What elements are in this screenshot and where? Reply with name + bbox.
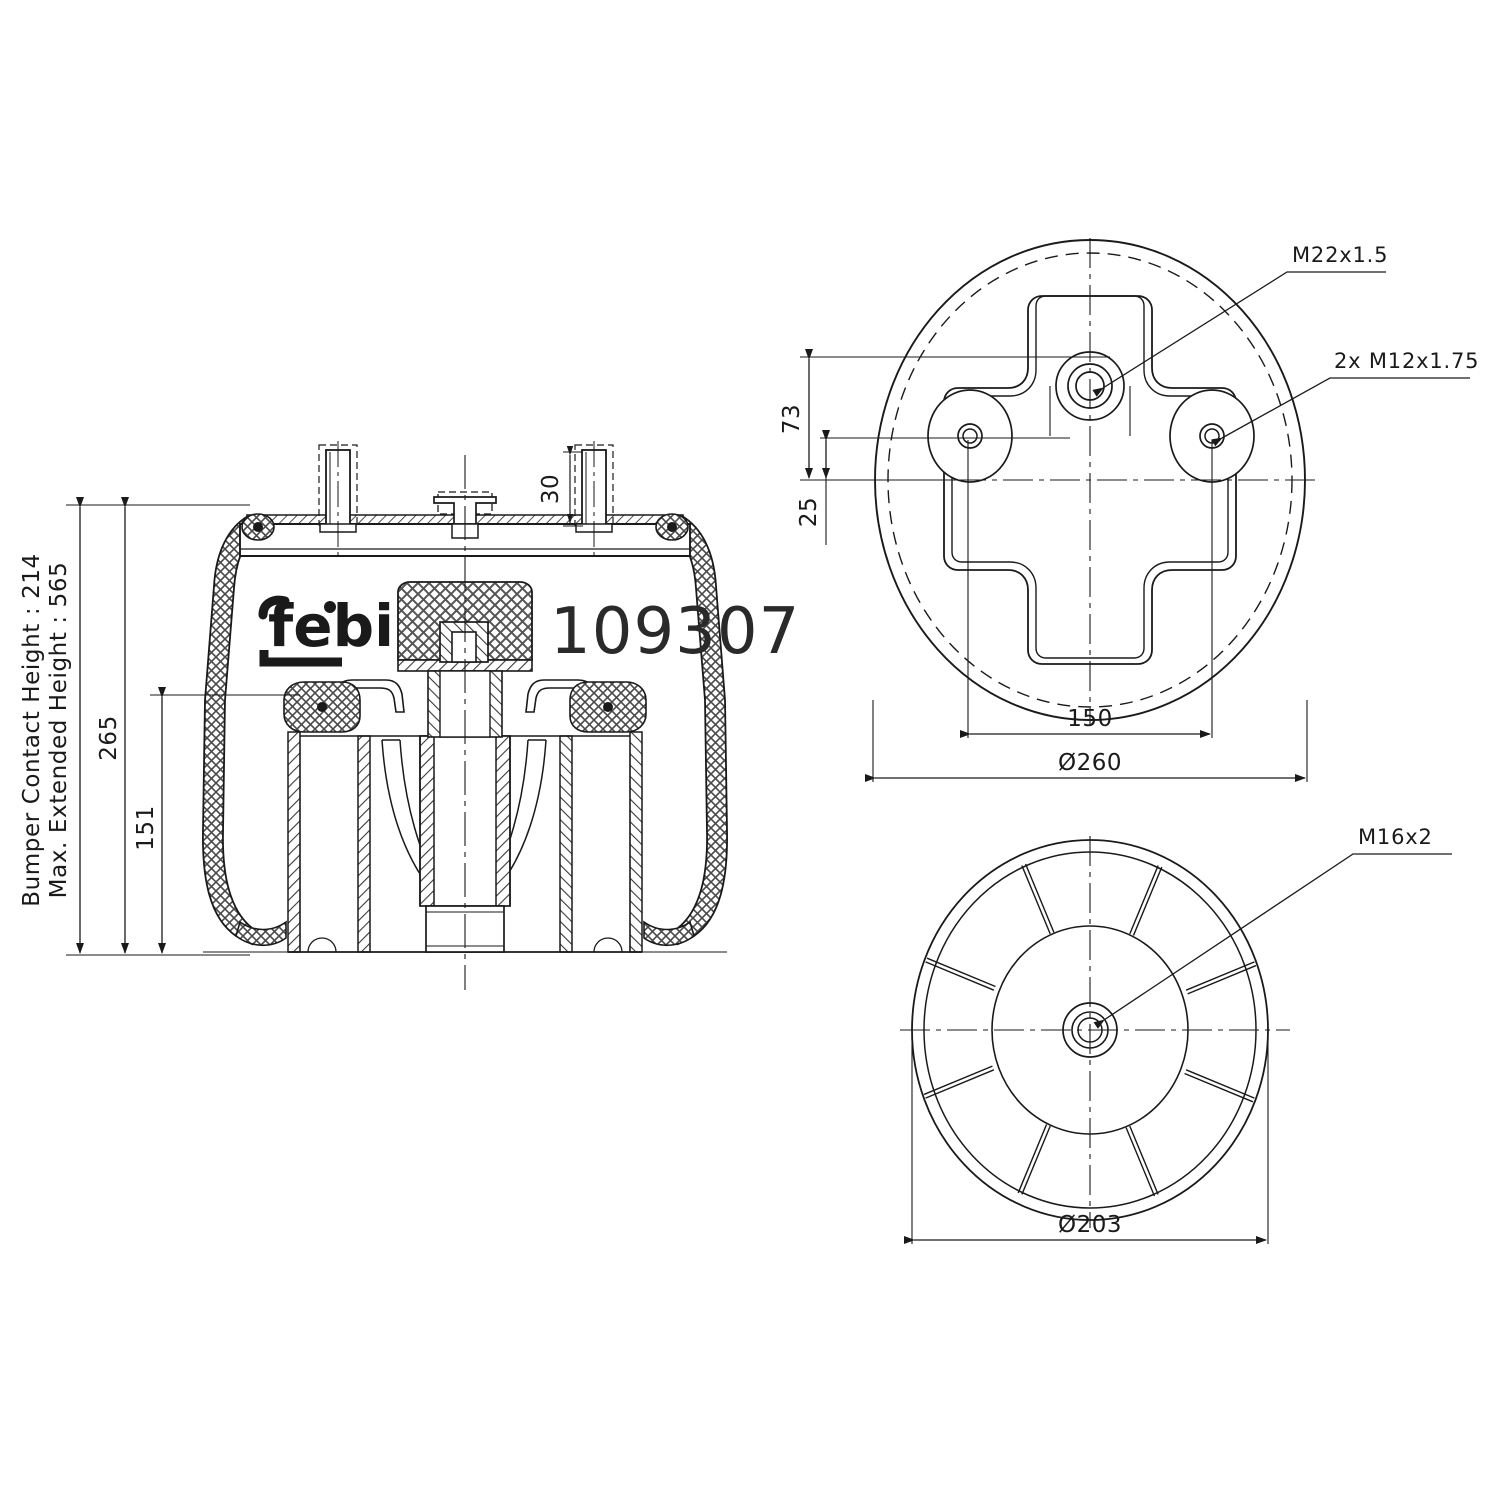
dim-73-label: 73: [779, 404, 805, 434]
callout-m22: M22x1.5: [1092, 243, 1388, 397]
callout-m12-label: 2x M12x1.75: [1334, 349, 1479, 373]
top-plate-plan-view: [862, 238, 1320, 726]
bumper-contact-height-note: Bumper Contact Height : 214: [19, 553, 45, 907]
dim-150-label: 150: [1067, 706, 1112, 732]
piston-crimp-right: [569, 681, 647, 733]
febi-logo: febi: [258, 592, 394, 667]
mounting-stud-right: [574, 441, 614, 560]
dim-151: 151: [133, 687, 166, 954]
piston-spokes: [923, 863, 1257, 1197]
mounting-stud-left: [318, 441, 358, 560]
dim-d260: Ø260: [865, 700, 1308, 782]
stud-boss-left: [927, 389, 1013, 483]
dim-150: 150: [960, 440, 1213, 738]
dim-stud-length-30: 30: [538, 446, 583, 527]
callout-m12: 2x M12x1.75: [1211, 349, 1479, 447]
max-extended-height-note: Max. Extended Height : 565: [46, 562, 72, 899]
top-plate-callouts: M22x1.5 2x M12x1.75: [1092, 243, 1479, 447]
bellows-rubber-wall: [202, 514, 728, 947]
dim-30-label: 30: [538, 474, 564, 504]
dim-73: 73: [779, 349, 813, 479]
piston-dimension-set: Ø203: [904, 1035, 1269, 1244]
left-cross-section-view: 30: [202, 441, 800, 990]
dim-25-label: 25: [796, 497, 822, 527]
callout-m16-label: M16x2: [1358, 825, 1433, 849]
dim-d260-label: Ø260: [1058, 750, 1122, 776]
callout-m16: M16x2: [1093, 825, 1452, 1029]
dim-265-label: 265: [96, 715, 122, 760]
piston-body: [203, 731, 727, 953]
dim-d203-label: Ø203: [1058, 1212, 1122, 1238]
top-plate-dimension-set: 73 25 150 Ø260: [779, 349, 1308, 782]
dim-151-label: 151: [133, 805, 159, 850]
piston-crimp-left: [283, 681, 361, 733]
callout-m22-label: M22x1.5: [1292, 243, 1388, 267]
dim-25: 25: [796, 430, 830, 545]
crimp-ring-left: [241, 513, 275, 541]
part-number-text: 109307: [550, 595, 800, 669]
piston-callouts: M16x2: [1093, 825, 1452, 1029]
piston-bottom-plan-view: [900, 836, 1290, 1228]
dim-265: 265: [96, 497, 129, 954]
crimp-ring-right: [655, 513, 689, 541]
left-view-dimension-set: 265 151 Bumper Contact Height : 214 Max.…: [19, 497, 300, 956]
